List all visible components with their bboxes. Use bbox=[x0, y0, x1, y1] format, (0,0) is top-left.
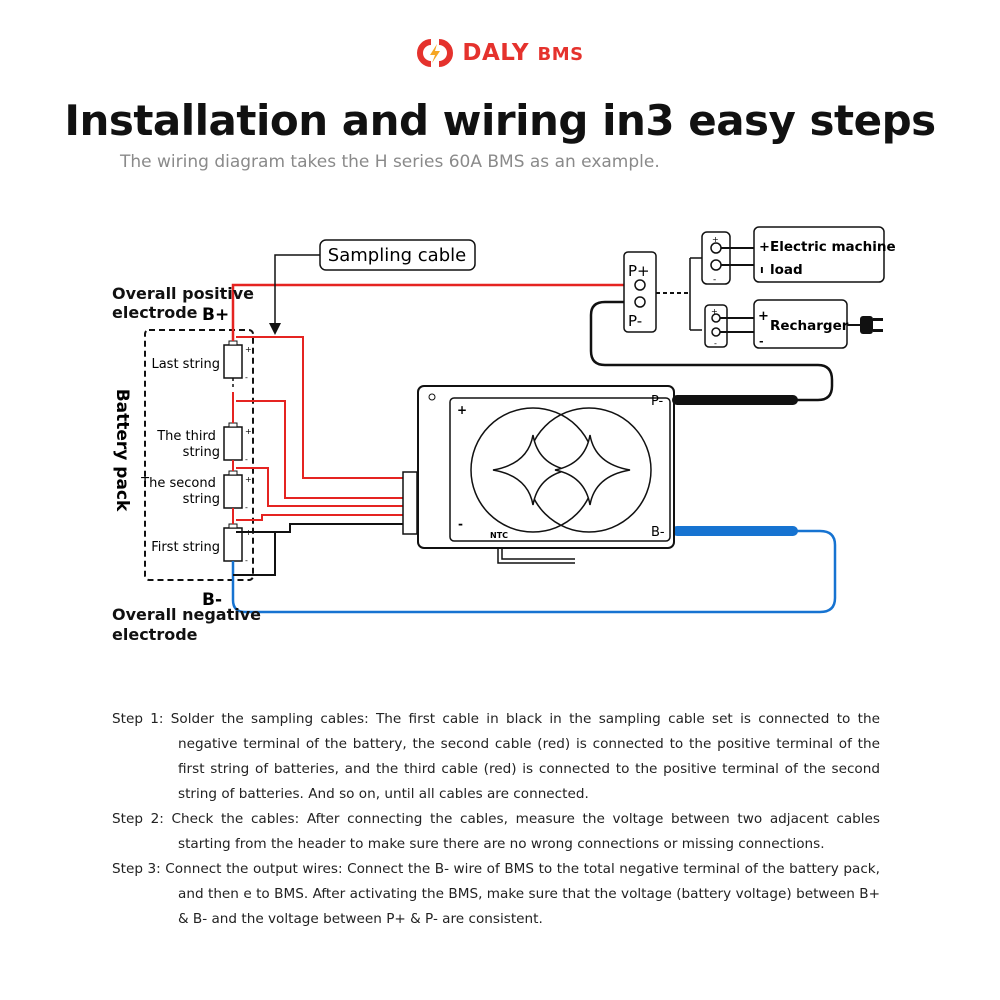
sampling-header bbox=[402, 471, 418, 535]
svg-text:-: - bbox=[713, 275, 716, 285]
svg-text:+: + bbox=[711, 307, 718, 316]
recharger: + - Recharger bbox=[753, 299, 849, 349]
sampling-cable-label: Sampling cable bbox=[328, 245, 466, 266]
electric-machine-label: Electric machine load bbox=[770, 239, 900, 278]
b-minus-label: B- bbox=[202, 590, 222, 610]
electric-machine-load: + ı Electric machine load bbox=[753, 226, 900, 283]
svg-text:-: - bbox=[714, 339, 717, 348]
string-label-third: The third string bbox=[156, 429, 220, 460]
string-label-second: The second string bbox=[140, 476, 220, 507]
recharger-connector: + - bbox=[704, 304, 728, 348]
p-minus-cable bbox=[672, 395, 798, 405]
page-title: Installation and wiring in3 easy steps bbox=[64, 96, 936, 145]
step-2: Step 2: Check the cables: After connecti… bbox=[112, 811, 880, 852]
overall-negative-label: Overall negative electrode bbox=[112, 605, 267, 644]
p-connector: P+ P- bbox=[623, 251, 657, 333]
brand-name: DALY BMS bbox=[462, 40, 584, 66]
brand-logo: DALY BMS bbox=[0, 38, 1000, 68]
battery-cell-second: +- bbox=[223, 470, 252, 512]
b-plus-wire bbox=[231, 270, 627, 341]
battery-pack-label: Battery pack bbox=[112, 389, 132, 512]
bms-board: + - P- B- NTC bbox=[417, 385, 675, 549]
daly-logo-icon bbox=[417, 39, 454, 67]
sampling-cables bbox=[233, 336, 405, 576]
svg-text:-: - bbox=[245, 556, 248, 565]
recharger-plus-sign: + bbox=[758, 309, 769, 324]
bms-plus-label: + bbox=[457, 403, 467, 417]
svg-text:-: - bbox=[245, 503, 248, 512]
recharger-minus-sign: - bbox=[759, 335, 764, 348]
battery-cell-last: +- bbox=[223, 340, 252, 382]
b-minus-wire bbox=[231, 529, 837, 614]
bms-b-minus-label: B- bbox=[651, 525, 665, 540]
load-connector: + - bbox=[701, 231, 731, 285]
step-1: Step 1: Solder the sampling cables: The … bbox=[112, 711, 880, 802]
svg-text:+: + bbox=[712, 235, 719, 244]
string-label-last: Last string bbox=[151, 357, 220, 372]
ntc-label: NTC bbox=[490, 531, 508, 540]
p-plus-label: P+ bbox=[628, 262, 650, 280]
p-minus-wire bbox=[589, 300, 834, 402]
b-plus-label: B+ bbox=[202, 305, 229, 325]
svg-text:-: - bbox=[245, 373, 248, 382]
svg-text:+: + bbox=[245, 427, 252, 436]
step-3: Step 3: Connect the output wires: Connec… bbox=[112, 861, 880, 927]
battery-pack-box bbox=[144, 329, 254, 581]
bms-minus-label: - bbox=[458, 517, 463, 531]
svg-text:+: + bbox=[245, 475, 252, 484]
overall-positive-label: Overall positive electrode bbox=[112, 284, 260, 322]
svg-text:+: + bbox=[245, 345, 252, 354]
page-subtitle: The wiring diagram takes the H series 60… bbox=[120, 152, 660, 172]
load-plus-sign: + bbox=[759, 240, 770, 255]
b-minus-cable bbox=[672, 526, 798, 536]
battery-cell-first: +- bbox=[223, 523, 252, 565]
string-label-first: First string bbox=[151, 540, 220, 555]
load-minus-sign: ı bbox=[760, 263, 764, 276]
wiring-diagram: Battery pack +- +- +- +- Sa bbox=[112, 226, 900, 644]
p-minus-conn-label: P- bbox=[628, 312, 642, 330]
battery-cell-third: +- bbox=[223, 422, 252, 464]
steps-list: Step 1: Solder the sampling cables: The … bbox=[112, 707, 880, 932]
plug-icon bbox=[847, 316, 883, 334]
svg-text:-: - bbox=[245, 455, 248, 464]
recharger-label: Recharger bbox=[770, 318, 849, 334]
bms-p-minus-label: P- bbox=[651, 394, 664, 409]
